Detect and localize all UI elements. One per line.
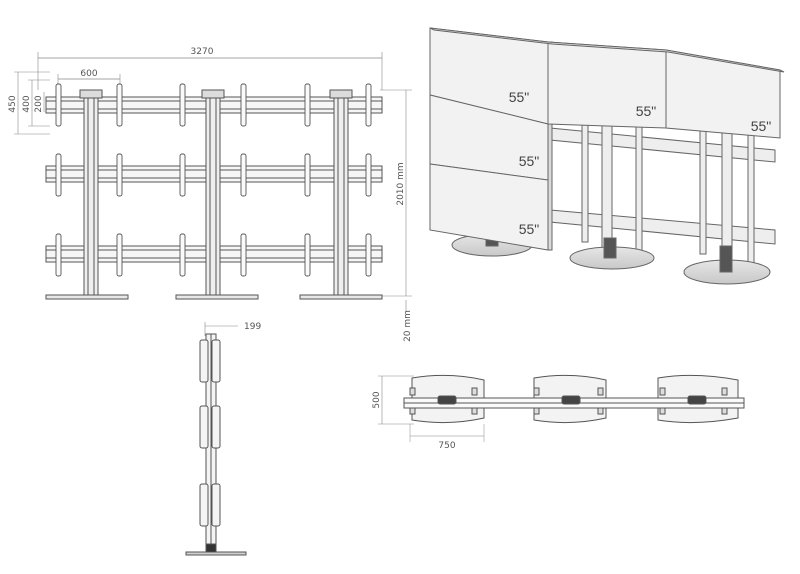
panel-spacing-label: 600 xyxy=(80,69,97,79)
front-bases xyxy=(45,294,383,300)
top-bracket-tabs xyxy=(409,387,728,415)
top-view xyxy=(378,374,745,442)
screen-size-label-4: 55" xyxy=(519,153,540,169)
front-view xyxy=(14,52,412,312)
base-width-label: 750 xyxy=(438,441,455,451)
screen-size-label-2: 55" xyxy=(636,103,657,119)
rail-gap-400-label: 400 xyxy=(22,95,32,112)
rail-gap-200-label: 200 xyxy=(34,95,44,112)
side-depth-label: 199 xyxy=(244,322,261,332)
screen-size-label-1: 55" xyxy=(509,89,530,105)
total-height-label: 2010 mm xyxy=(396,162,406,205)
front-clamps xyxy=(79,89,353,99)
base-depth-label: 500 xyxy=(372,391,382,408)
perspective-screens xyxy=(429,27,785,251)
front-brackets xyxy=(55,83,372,277)
screen-size-label-5: 55" xyxy=(519,221,540,237)
screen-size-label-3: 55" xyxy=(751,118,772,134)
top-clamps xyxy=(437,395,707,405)
perspective-view xyxy=(429,27,785,285)
base-height-label: 20 mm xyxy=(403,310,413,342)
top-offset-label: 450 xyxy=(8,95,18,112)
side-view xyxy=(185,322,247,556)
total-width-label: 3270 xyxy=(191,47,214,57)
